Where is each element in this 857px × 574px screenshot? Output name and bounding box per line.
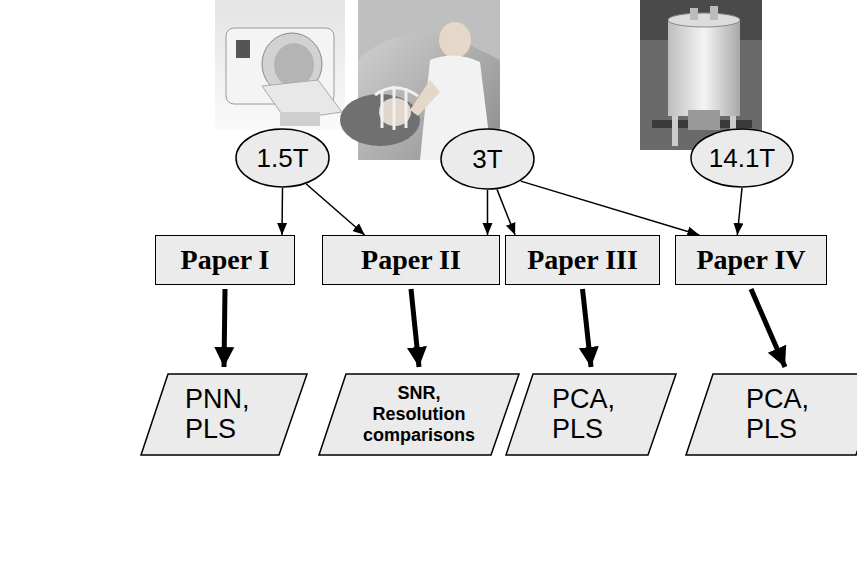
arrow [737,188,742,235]
method-label: PCA, PLS [552,385,630,444]
parallelogram-shape [141,374,307,455]
arrow [497,189,515,235]
method-label: PNN, PLS [185,385,263,444]
field-strength-oval: 1.5T [235,128,330,188]
arrow [487,190,489,235]
thick-arrow [411,289,419,367]
field-label: 3T [472,144,502,175]
method-parallelogram: PNN, PLS [140,373,308,456]
mri-scanner-photo [215,0,345,130]
arrow [306,184,364,235]
oval-shape [236,129,329,187]
method-label: SNR, Resolution comparisons [354,383,484,445]
method-label: PCA, PLS [746,385,824,444]
paper-box: Paper II [322,235,500,285]
oval-shape [441,129,534,189]
field-label: 14.1T [709,143,776,174]
thick-arrow [751,289,785,367]
field-strength-oval: 14.1T [690,128,794,188]
field-strength-oval: 3T [440,128,535,190]
paper-box: Paper IV [675,235,827,285]
thick-arrow [583,289,592,367]
arrow [521,181,700,235]
paper-label: Paper III [527,244,638,276]
thick-arrow [224,289,225,367]
parallelogram-shape [686,374,857,455]
arrow [281,188,283,235]
method-parallelogram: PCA, PLS [505,373,677,456]
field-label: 1.5T [256,143,308,174]
paper-box: Paper III [505,235,660,285]
method-parallelogram: PCA, PLS [685,373,857,456]
paper-label: Paper I [181,244,270,276]
oval-shape [691,129,793,187]
paper-label: Paper IV [696,244,805,276]
parallelogram-shape [319,374,519,455]
method-parallelogram: SNR, Resolution comparisons [318,373,520,456]
paper-box: Paper I [155,235,295,285]
parallelogram-shape [506,374,676,455]
magnet-photo [640,0,762,150]
paper-label: Paper II [361,244,461,276]
